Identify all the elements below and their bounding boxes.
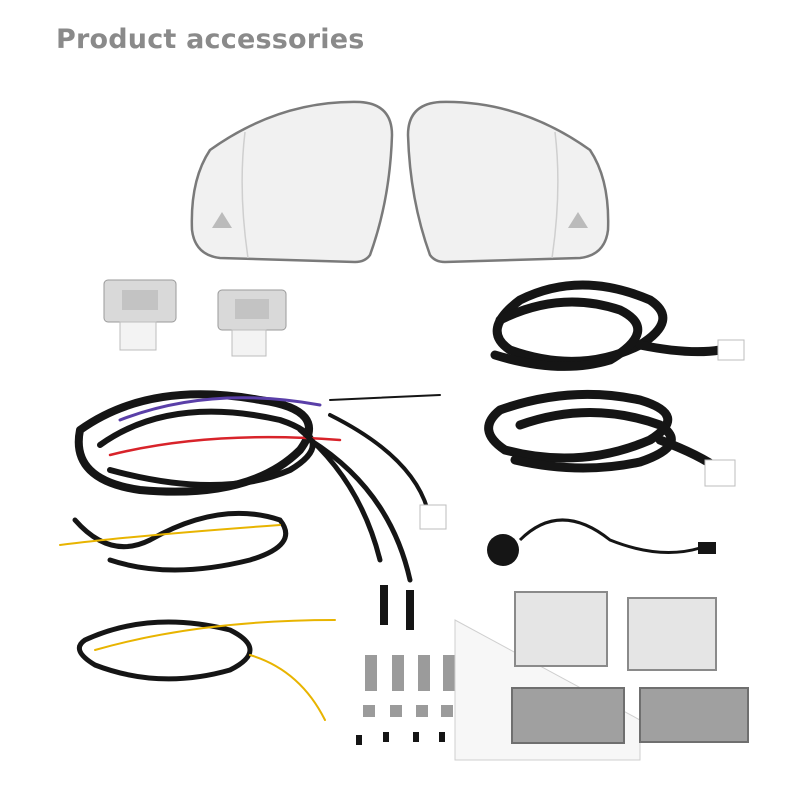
mounting-bracket-icon (454, 591, 749, 761)
mirror-glass-right-icon (406, 100, 610, 264)
wiring-harness-icon (490, 280, 745, 371)
radar-sensor-module-icon (103, 279, 177, 351)
main-wiring-loom-icon (74, 390, 447, 630)
wiring-harness-icon (59, 510, 336, 721)
wiring-harness-icon (484, 389, 736, 487)
radar-sensor-module-icon (217, 289, 287, 357)
mirror-glass-left-icon (190, 100, 394, 264)
page-title: Product accessories (56, 24, 365, 55)
buzzer-icon (487, 518, 716, 566)
screws-icon (356, 655, 455, 745)
